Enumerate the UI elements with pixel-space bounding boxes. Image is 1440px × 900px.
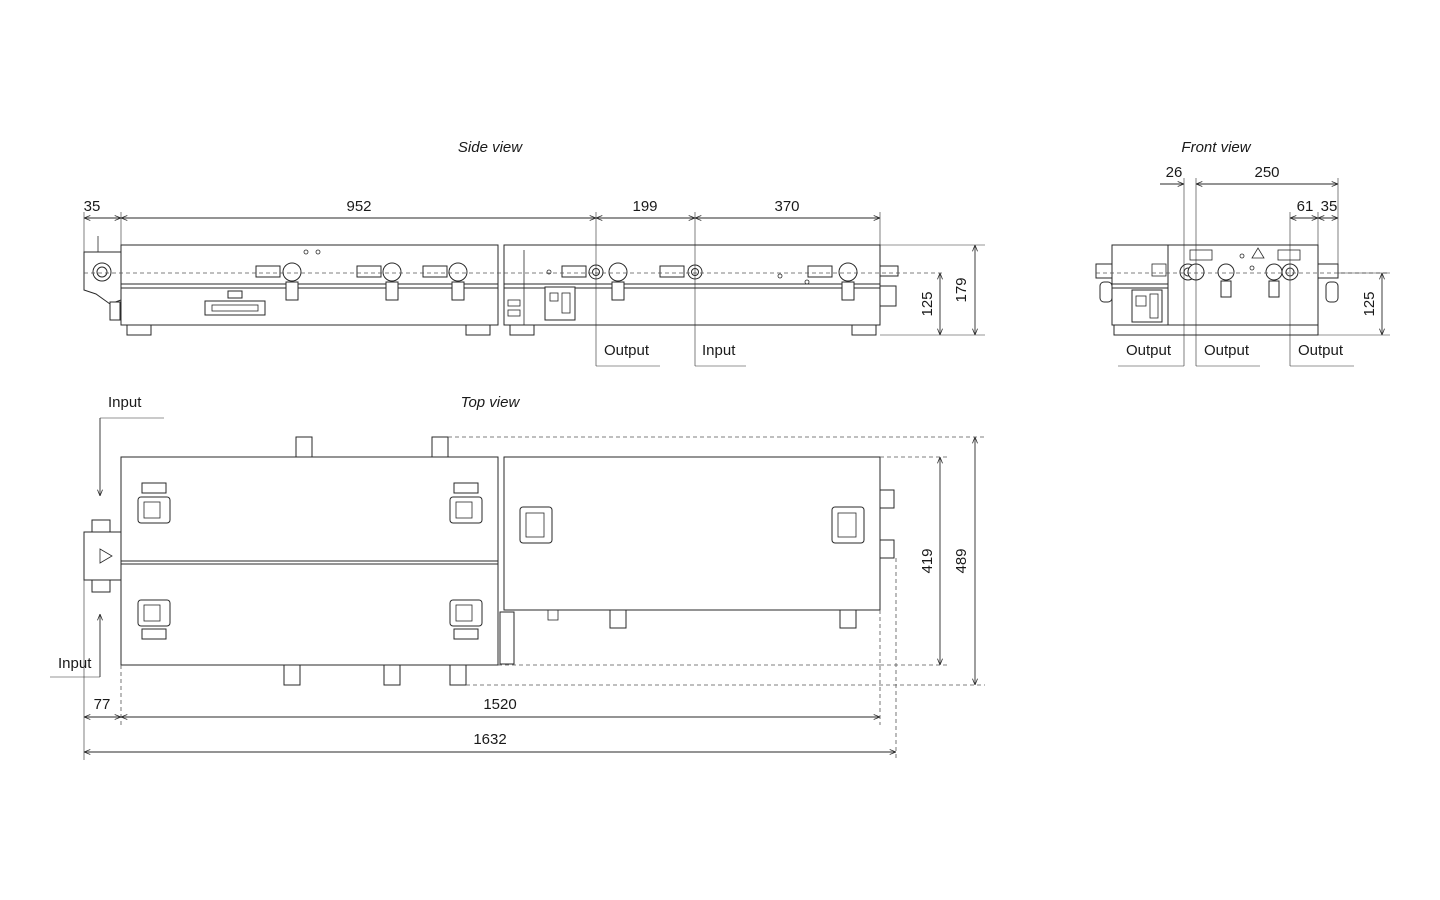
side-handle	[561, 265, 587, 278]
side-clamp	[838, 262, 858, 301]
top-module-right	[503, 456, 881, 611]
side-handle	[422, 265, 448, 278]
front-control-panel	[1131, 289, 1163, 323]
side-clamp	[608, 262, 628, 301]
front-base	[1113, 324, 1319, 336]
side-handle	[356, 265, 382, 278]
top-handle	[137, 482, 171, 524]
dim-front-26: 26	[1166, 164, 1183, 181]
top-input-label-bottom: Input	[58, 655, 92, 672]
top-view-title: Top view	[461, 394, 521, 411]
front-output-label-1: Output	[1126, 342, 1172, 359]
dim-top-489: 489	[953, 548, 970, 573]
front-output-label-3: Output	[1298, 342, 1344, 359]
front-clamp	[1217, 263, 1235, 298]
side-handle	[255, 265, 281, 278]
side-input-label: Input	[702, 342, 736, 359]
top-input-block	[83, 531, 122, 581]
top-handle	[137, 599, 171, 640]
dim-side-370: 370	[774, 198, 799, 215]
dim-front-61: 61	[1297, 198, 1314, 215]
top-handle	[449, 482, 483, 524]
front-view-title: Front view	[1181, 139, 1251, 156]
side-bracket	[109, 301, 121, 321]
side-clamp	[448, 262, 468, 301]
top-handle	[449, 599, 483, 640]
side-clamp	[282, 262, 302, 301]
dim-front-125: 125	[1361, 291, 1378, 316]
top-handle	[519, 506, 553, 544]
top-input-label-top: Input	[108, 394, 142, 411]
dim-side-35: 35	[84, 198, 101, 215]
side-module-right	[503, 244, 881, 326]
side-handle	[659, 265, 685, 278]
dim-top-1520: 1520	[483, 696, 516, 713]
dim-front-250: 250	[1254, 164, 1279, 181]
dim-top-1632: 1632	[473, 731, 506, 748]
dim-top-77: 77	[94, 696, 111, 713]
side-view-title: Side view	[458, 139, 523, 156]
side-clamp	[382, 262, 402, 301]
dim-top-419: 419	[919, 548, 936, 573]
front-output-label-2: Output	[1204, 342, 1250, 359]
top-view: Top view	[50, 394, 985, 760]
side-end-cap	[83, 251, 122, 305]
dim-front-35: 35	[1321, 198, 1338, 215]
side-connector-panel	[204, 300, 266, 316]
side-control-box	[544, 286, 576, 321]
dim-side-952: 952	[346, 198, 371, 215]
side-output-label: Output	[604, 342, 650, 359]
side-handle	[807, 265, 833, 278]
dim-side-125: 125	[919, 291, 936, 316]
front-view: Front view	[1095, 139, 1390, 367]
side-input-port	[92, 262, 112, 282]
dim-side-199: 199	[632, 198, 657, 215]
side-module-left	[120, 244, 499, 326]
side-view: Side view	[83, 139, 985, 367]
top-handle	[831, 506, 865, 544]
front-clamp	[1265, 263, 1283, 298]
dim-side-179: 179	[953, 277, 970, 302]
